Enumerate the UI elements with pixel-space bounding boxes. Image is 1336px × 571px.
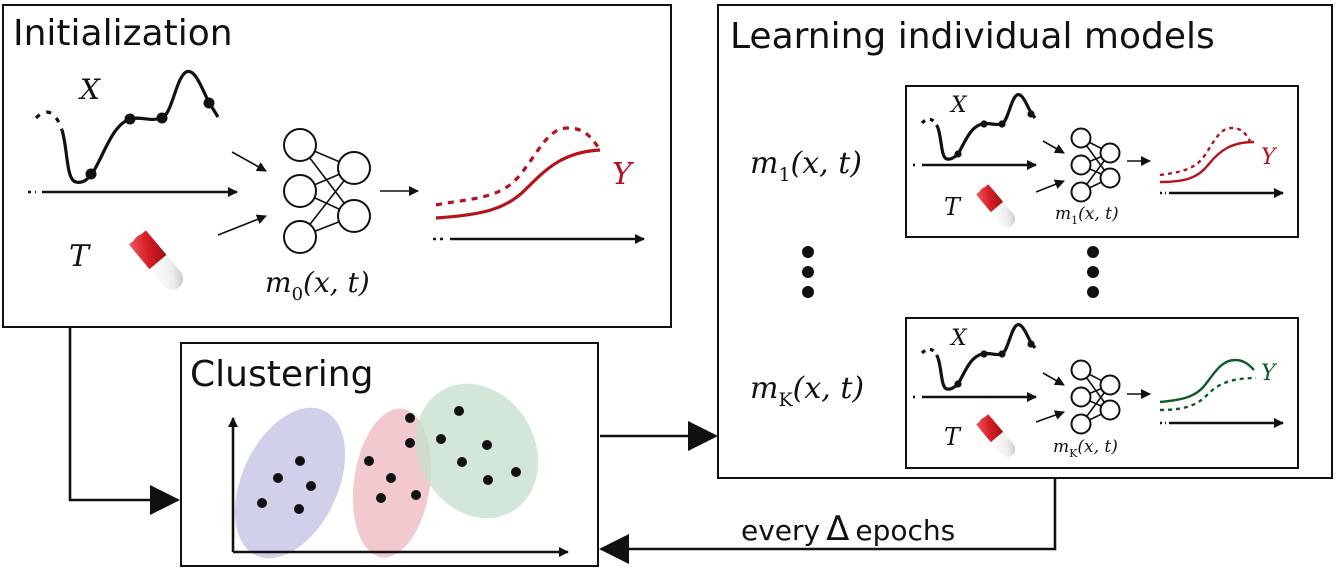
inner-model-1: X T m1(x, t) bbox=[905, 85, 1299, 238]
ellipsis-dots-left bbox=[802, 246, 814, 298]
inner1-x-label: X bbox=[949, 93, 968, 118]
t-label: T bbox=[69, 239, 91, 274]
model-mk-label: mK(x, t) bbox=[750, 371, 864, 411]
neural-network-icon bbox=[1070, 359, 1121, 435]
inner1-y-label: Y bbox=[1261, 145, 1278, 170]
inner1-model-label: m1(x, t) bbox=[1055, 204, 1119, 227]
innerk-y-label: Y bbox=[1261, 361, 1278, 386]
innerk-model-label: mK(x, t) bbox=[1053, 437, 1118, 460]
input-curve-x bbox=[34, 69, 220, 184]
learning-to-clustering-arrow bbox=[599, 479, 1057, 564]
sample-point bbox=[124, 113, 136, 125]
model-m1-label: m1(x, t) bbox=[750, 146, 862, 186]
learning-panel: Learning individual models m1(x, t) mK(x… bbox=[717, 4, 1333, 479]
sample-point bbox=[156, 112, 168, 124]
cluster-points bbox=[257, 406, 521, 514]
outcome-curves bbox=[435, 126, 602, 220]
y-label: Y bbox=[612, 157, 635, 192]
ellipsis-dots-right bbox=[1087, 246, 1099, 298]
cluster-blue bbox=[234, 407, 346, 559]
innerk-t-label: T bbox=[944, 423, 962, 451]
neural-network-icon bbox=[283, 128, 371, 254]
sample-point bbox=[85, 168, 97, 180]
initialization-panel: Initialization X T bbox=[2, 4, 672, 328]
clustering-title: Clustering bbox=[190, 354, 373, 395]
learning-title: Learning individual models bbox=[730, 16, 1215, 57]
x-label: X bbox=[78, 73, 101, 106]
inner-model-k: X T mK(x, t) bbox=[905, 317, 1299, 469]
initialization-title: Initialization bbox=[13, 13, 233, 54]
innerk-x-label: X bbox=[949, 326, 968, 351]
init-to-clustering-arrow bbox=[68, 328, 180, 515]
neural-network-icon bbox=[1070, 127, 1121, 203]
model-m0-label: m0(x, t) bbox=[265, 266, 370, 305]
clustering-panel: Clustering bbox=[180, 342, 599, 567]
inner1-t-label: T bbox=[944, 193, 962, 221]
cluster-green bbox=[415, 383, 539, 519]
sample-point bbox=[203, 97, 215, 109]
